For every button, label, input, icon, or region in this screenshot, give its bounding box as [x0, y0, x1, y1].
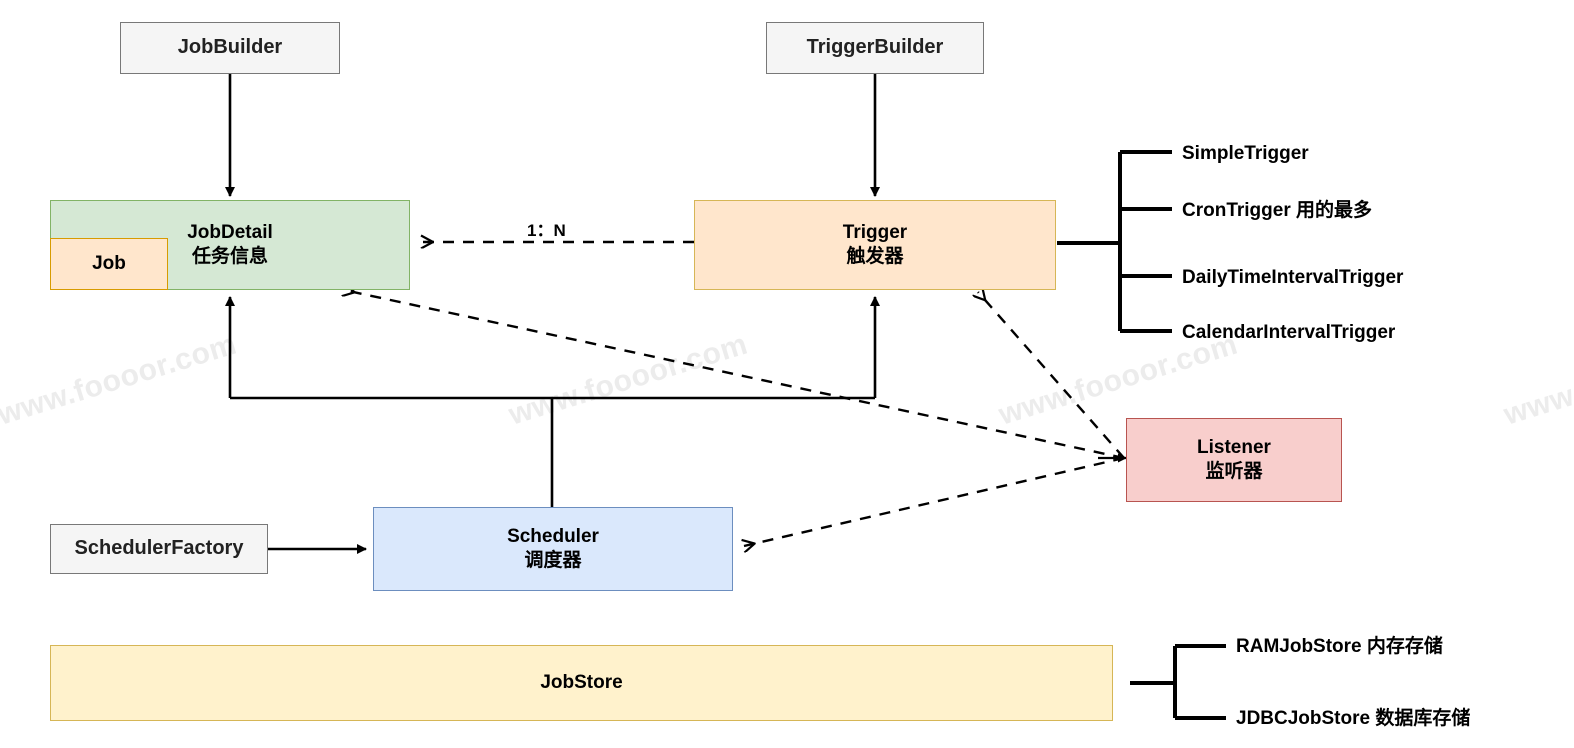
leaf-trigger-type-2: DailyTimeIntervalTrigger	[1182, 267, 1404, 288]
node-trigger[interactable]: Trigger 触发器	[694, 200, 1056, 290]
edge-label-jobdetail-trigger: 1：N	[527, 221, 566, 240]
node-scheduler[interactable]: Scheduler 调度器	[373, 507, 733, 591]
node-job-store[interactable]: JobStore	[50, 645, 1113, 721]
node-scheduler-title: Scheduler	[507, 525, 599, 547]
leaf-trigger-type-0: SimpleTrigger	[1182, 143, 1309, 164]
edge-listener-to-jobdetail	[344, 290, 1125, 460]
watermark: www.foooor.com	[995, 327, 1242, 432]
watermark: www.foooor.com	[0, 327, 241, 432]
node-trigger-builder-title: TriggerBuilder	[806, 36, 944, 59]
edge-listener-to-scheduler	[744, 456, 1125, 546]
node-trigger-subtitle: 触发器	[846, 246, 904, 267]
node-job-detail-subtitle: 任务信息	[191, 246, 268, 267]
node-job-title: Job	[92, 252, 126, 274]
node-listener-title: Listener	[1197, 436, 1271, 458]
node-job-builder[interactable]: JobBuilder	[120, 22, 340, 74]
node-trigger-builder[interactable]: TriggerBuilder	[766, 22, 984, 74]
leaf-job-store-type-0: RAMJobStore 内存存储	[1236, 636, 1443, 657]
node-job-builder-title: JobBuilder	[177, 36, 283, 59]
node-listener[interactable]: Listener 监听器	[1126, 418, 1342, 502]
node-scheduler-factory-title: SchedulerFactory	[74, 537, 244, 560]
leaf-job-store-type-1: JDBCJobStore 数据库存储	[1236, 708, 1471, 729]
node-listener-subtitle: 监听器	[1205, 461, 1263, 482]
node-trigger-title: Trigger	[842, 221, 908, 243]
node-scheduler-factory[interactable]: SchedulerFactory	[50, 524, 268, 574]
leaf-trigger-type-1: CronTrigger 用的最多	[1182, 200, 1373, 221]
watermark: www.f	[1500, 373, 1574, 432]
leaf-trigger-type-3: CalendarIntervalTrigger	[1182, 322, 1396, 343]
node-job[interactable]: Job	[50, 238, 168, 290]
node-scheduler-subtitle: 调度器	[524, 550, 582, 571]
node-job-store-title: JobStore	[540, 671, 623, 693]
node-job-detail-title: JobDetail	[187, 221, 273, 243]
watermark: www.foooor.com	[505, 327, 752, 432]
